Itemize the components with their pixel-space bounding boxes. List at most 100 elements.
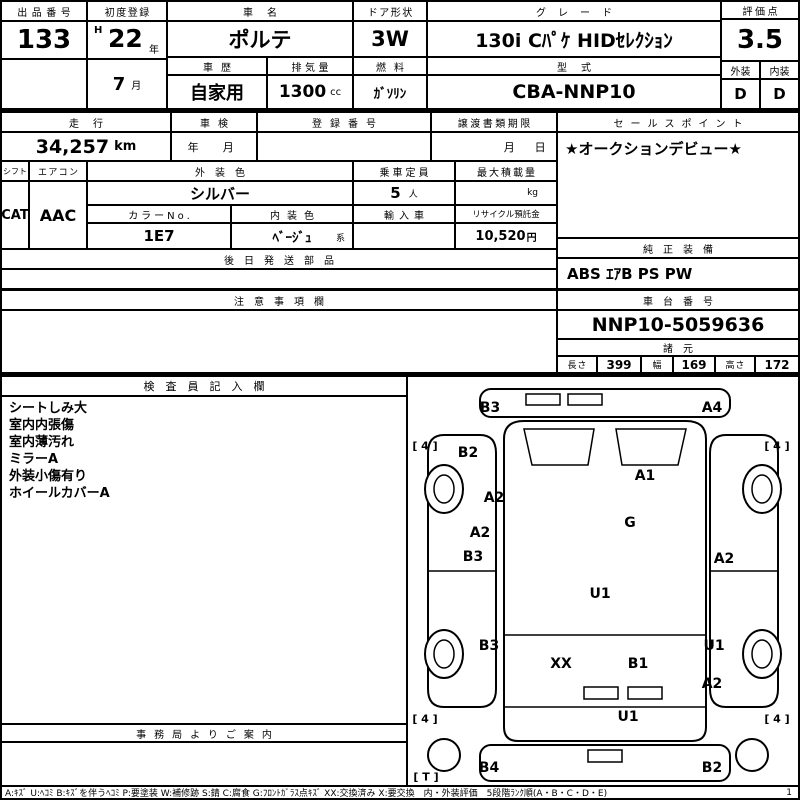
displacement-header: 排気量 [268,58,352,74]
damage-mark-T: [ T ] [413,770,439,784]
recycle-deposit-value: 10,520 円 [456,224,556,248]
color-number-header: カラーNo. [88,206,230,222]
door-shape-text: 3W [371,27,409,51]
interior-color-text: ﾍﾞｰｼﾞｭ [272,230,312,246]
caution-header: 注意事項欄 [2,291,556,309]
fuel-header: 燃料 [354,58,426,74]
damage-mark-B3: B3 [479,400,501,416]
damage-mark-A2: A2 [483,490,505,506]
mileage-unit: km [114,139,137,154]
damage-mark-A2: A2 [701,676,723,692]
fuel-value: ｶﾞｿﾘﾝ [354,76,426,108]
interior-color-header: 内装色 [232,206,352,222]
inspector-note-line: シートしみ大 [9,401,88,416]
legend-bar: A:ｷｽﾞ U:ﾍｺﾐ B:ｷｽﾞを伴うﾍｺﾐ P:要塗装 W:補修跡 S:錆 … [2,787,798,798]
chassis-number-header: 車台番号 [558,291,798,309]
first-reg-month-suffix: 月 [131,80,142,92]
damage-mark-B4: B4 [478,760,500,776]
fuel-text: ｶﾞｿﾘﾝ [373,86,407,102]
exterior-color-text: シルバー [189,184,250,203]
transfer-deadline-text: 月 日 [503,140,550,154]
import-car-header: 輸入車 [354,206,454,222]
dimensions-header: 諸元 [558,340,798,355]
damage-mark-A1: A1 [634,468,656,484]
capacity-number: 5 [390,184,401,202]
damage-mark-U1: U1 [589,586,611,602]
first-reg-month: 7 [112,73,126,95]
exterior-grade-header: 外装 [722,62,759,78]
inspection-text: 年 月 [187,140,241,154]
legend-text: A:ｷｽﾞ U:ﾍｺﾐ B:ｷｽﾞを伴うﾍｺﾐ P:要塗装 W:補修跡 S:錆 … [5,789,608,798]
registration-number-value [258,133,430,160]
model-code-header: 型式 [428,58,720,74]
max-load-unit: kg [527,188,538,198]
damage-mark-B1: B1 [627,656,649,672]
damage-mark-B3: B3 [462,549,484,565]
recycle-deposit-number: 10,520 [475,228,526,244]
inspector-note-line: 室内内張傷 [9,418,75,433]
history-value: 自家用 [168,76,266,108]
mileage-number: 34,257 [35,135,110,158]
exterior-color-value: シルバー [88,182,352,204]
model-code-text: CBA-NNP10 [512,81,636,103]
color-number-value: 1E7 [88,224,230,248]
color-number-text: 1E7 [143,227,175,245]
damage-mark-B2: B2 [701,760,723,776]
transfer-deadline-header: 譲渡書類期限 [432,113,556,131]
damage-mark-4: [ 4 ] [764,439,790,453]
interior-color-suffix: 系 [335,234,345,244]
exterior-grade-text: D [734,85,747,103]
history-header: 車歴 [168,58,266,74]
exterior-grade-value: D [722,80,759,108]
lot-number-value: 133 [2,22,86,58]
office-header: 事務局よりご案内 [2,725,406,741]
shift-text: CAT [2,207,28,223]
sales-point-value: ★オークションデビュー★ [558,133,798,237]
displacement-unit: cc [330,86,342,98]
genuine-equipment-value: ABS ｴｱB PS PW [558,259,798,288]
damage-mark-B3: B3 [478,638,500,654]
first-registration-month-cell: 7 月 [88,60,166,108]
car-outline-svg [424,388,782,782]
grade-text: 130i Cﾊﾟｹ HIDｾﾚｸｼｮﾝ [475,29,673,52]
car-name-text: ポルテ [228,28,292,52]
inspector-note-line: ミラーA [9,452,59,467]
damage-mark-4: [ 4 ] [412,439,438,453]
length-value: 399 [598,357,640,372]
recycle-deposit-header: リサイクル預託金 [456,206,556,222]
capacity-header: 乗車定員 [354,162,454,180]
displacement-value: 1300 cc [268,76,352,108]
width-label: 幅 [642,357,672,372]
era-mark: H [94,25,103,36]
capacity-unit: 人 [408,189,418,200]
length-text: 399 [606,357,632,372]
damage-mark-4: [ 4 ] [412,712,438,726]
caution-value [2,311,556,372]
damage-mark-A2: A2 [713,551,735,567]
genuine-equipment-header: 純正装備 [558,239,798,257]
inspector-note-line: 室内薄汚れ [9,435,75,450]
score-value: 3.5 [722,20,798,60]
damage-mark-4: [ 4 ] [764,712,790,726]
damage-mark-A2: A2 [469,525,491,541]
later-parts-value [2,270,556,288]
later-parts-header: 後日発送部品 [2,250,556,268]
aircon-text: AAC [39,205,77,225]
damage-mark-B2: B2 [457,445,479,461]
door-shape-value: 3W [354,22,426,56]
office-content [2,743,406,785]
mileage-value: 34,257 km [2,133,170,160]
chassis-number-text: NNP10-5059636 [591,313,765,336]
score-text: 3.5 [736,25,784,55]
damage-mark-U1: U1 [703,638,725,654]
damage-mark-XX: XX [550,656,572,672]
inspector-header: 検査員記入欄 [2,377,406,395]
damage-mark-A4: A4 [701,400,723,416]
height-text: 172 [764,357,790,372]
first-registration-header: 初度登録 [88,2,166,20]
page-number: 1 [786,787,792,798]
